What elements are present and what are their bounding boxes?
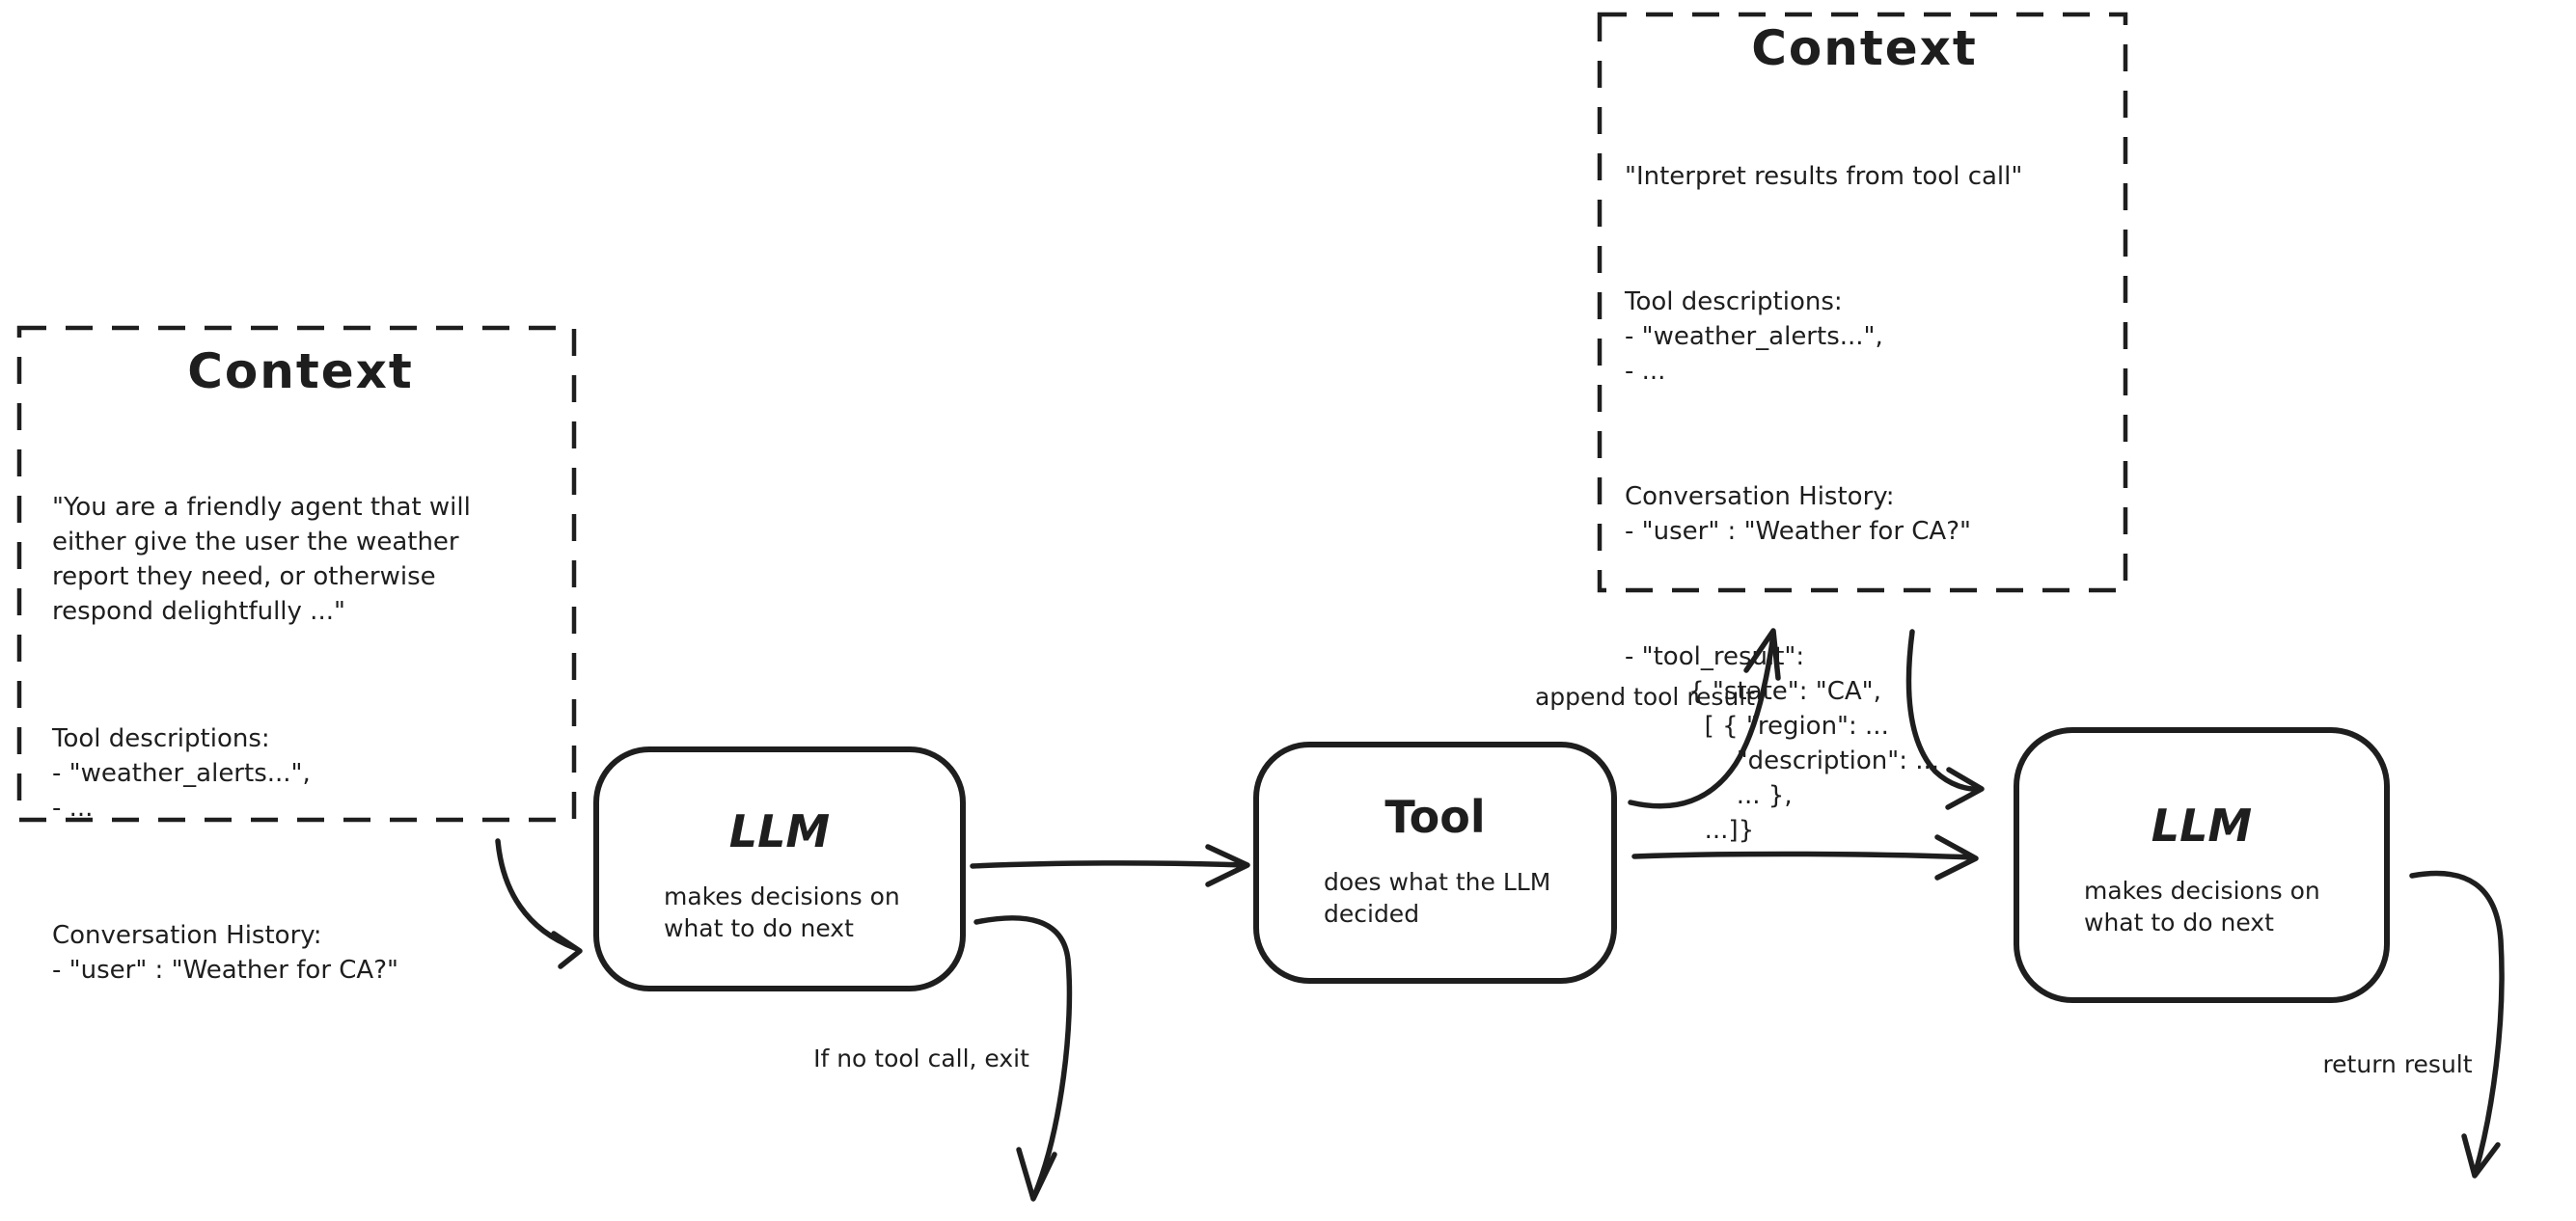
context-with-result-tool-descriptions: Tool descriptions: - "weather_alerts..."… (1625, 287, 1883, 386)
return-result-label: return result (2322, 1050, 2473, 1078)
context-initial-title: Context (187, 343, 414, 399)
llm-first-subtitle: makes decisions on what to do next (664, 882, 900, 942)
arrow-llm1-exit-head (1016, 1147, 1057, 1202)
context-with-result-conversation-history: Conversation History: - "user" : "Weathe… (1625, 482, 1971, 546)
llm-node-second: LLM makes decisions on what to do next (2016, 730, 2387, 1000)
context-initial-conversation-history: Conversation History: - "user" : "Weathe… (52, 921, 398, 985)
context-with-result-title: Context (1751, 20, 1978, 76)
arrow-llm1-to-tool-shaft (970, 860, 1246, 869)
context-box-initial: Context "You are a friendly agent that w… (19, 328, 574, 985)
no-tool-call-exit-label: If no tool call, exit (813, 1045, 1029, 1072)
context-with-result-body: "Interpret results from tool call" Tool … (1625, 90, 2104, 938)
llm-first-title: LLM (728, 805, 831, 857)
context-with-result-system-prompt: "Interpret results from tool call" (1625, 162, 2023, 191)
arrow-llm2-return-shaft (2409, 870, 2505, 1175)
context-initial-body: "You are a friendly agent that will eith… (52, 421, 549, 1080)
tool-node: Tool does what the LLM decided (1256, 745, 1614, 981)
context-initial-tool-descriptions: Tool descriptions: - "weather_alerts..."… (52, 724, 311, 823)
context-box-with-result: Context "Interpret results from tool cal… (1600, 14, 2125, 845)
append-tool-result-label: append tool result (1534, 683, 1756, 711)
arrow-llm1-to-tool (970, 844, 1250, 887)
llm-second-title: LLM (2151, 800, 2253, 852)
llm-node-first: LLM makes decisions on what to do next (596, 749, 963, 989)
context-initial-system-prompt: "You are a friendly agent that will eith… (52, 493, 471, 626)
arrow-context-to-llm1-head (551, 931, 583, 969)
arrow-llm1-to-tool-head (1205, 844, 1250, 887)
llm-second-subtitle: makes decisions on what to do next (2084, 877, 2320, 936)
tool-subtitle: does what the LLM decided (1324, 868, 1551, 928)
tool-title: Tool (1384, 791, 1486, 843)
arrow-llm2-return (2409, 870, 2505, 1179)
context-with-result-tool-result: - "tool_result": { "state": "CA", [ { "r… (1625, 642, 1940, 845)
arrow-llm2-return-head (2461, 1133, 2501, 1179)
